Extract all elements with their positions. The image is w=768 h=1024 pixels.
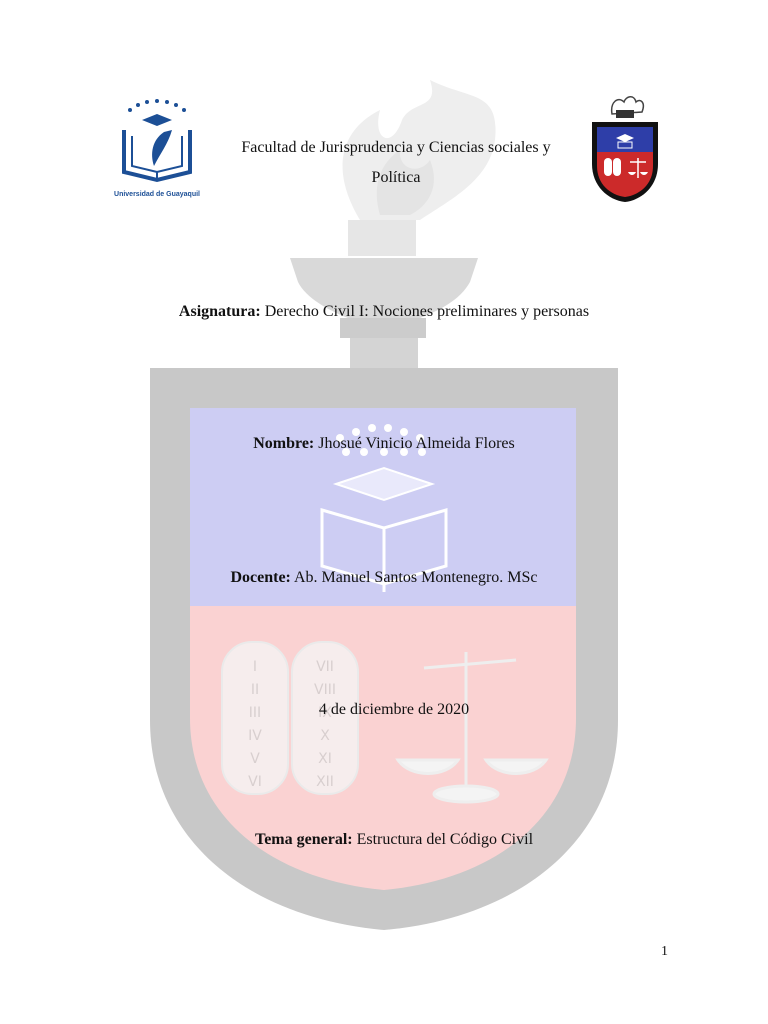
numeral: VII: [316, 659, 334, 675]
teacher-line: Docente: Ab. Manuel Santos Montenegro. M…: [0, 568, 768, 588]
numeral: IV: [248, 728, 262, 744]
torch-capital: [290, 258, 478, 318]
numeral: XI: [318, 751, 332, 767]
numeral: XII: [316, 774, 334, 790]
subject-label: Asignatura:: [178, 303, 261, 320]
graduation-cap: [332, 466, 436, 502]
teacher-label: Docente:: [230, 569, 291, 586]
name-label: Nombre:: [253, 435, 315, 452]
university-logo: Universidad de Guayaquil: [112, 96, 202, 204]
torch-flame-inner: [376, 150, 434, 215]
topic-value: Estructura del Código Civil: [356, 831, 534, 848]
faculty-title-line1: Facultad de Jurisprudencia y Ciencias so…: [241, 139, 551, 156]
numeral: II: [250, 682, 260, 698]
teacher-value: Ab. Manuel Santos Montenegro. MSc: [294, 569, 538, 586]
numeral: VIII: [314, 682, 336, 698]
name-line: Nombre: Jhosué Vinicio Almeida Flores: [0, 434, 768, 454]
tablet-right: [291, 641, 359, 795]
torch-base: [340, 318, 426, 338]
topic-line: Tema general: Estructura del Código Civi…: [10, 830, 768, 850]
scales-icon: [395, 652, 549, 804]
topic-label: Tema general:: [254, 831, 353, 848]
numeral: X: [320, 728, 330, 744]
tablet-left: [221, 641, 289, 795]
faculty-crest-logo: [592, 96, 658, 202]
subject-line: Asignatura: Derecho Civil I: Nociones pr…: [0, 302, 768, 322]
numeral: IX: [318, 705, 332, 721]
torch-stem: [350, 338, 418, 368]
numeral: I: [252, 659, 258, 675]
torch-cup: [348, 220, 416, 256]
university-emblem-icon: [122, 99, 192, 183]
university-caption: Universidad de Guayaquil: [114, 191, 200, 198]
faculty-title-line2: Política: [371, 169, 421, 186]
numeral: V: [250, 751, 260, 767]
page-number: 1: [661, 944, 668, 959]
subject-value: Derecho Civil I: Nociones preliminares y…: [264, 303, 590, 320]
stars: [336, 424, 426, 456]
tablet-left-numerals: I II III IV V VI: [232, 656, 278, 794]
name-value: Jhosué Vinicio Almeida Flores: [318, 435, 515, 452]
numeral: VI: [248, 774, 262, 790]
numeral: III: [248, 705, 262, 721]
tablet-right-numerals: VII VIII IX X XI XII: [302, 656, 348, 794]
date-line: 4 de diciembre de 2020: [318, 701, 470, 718]
